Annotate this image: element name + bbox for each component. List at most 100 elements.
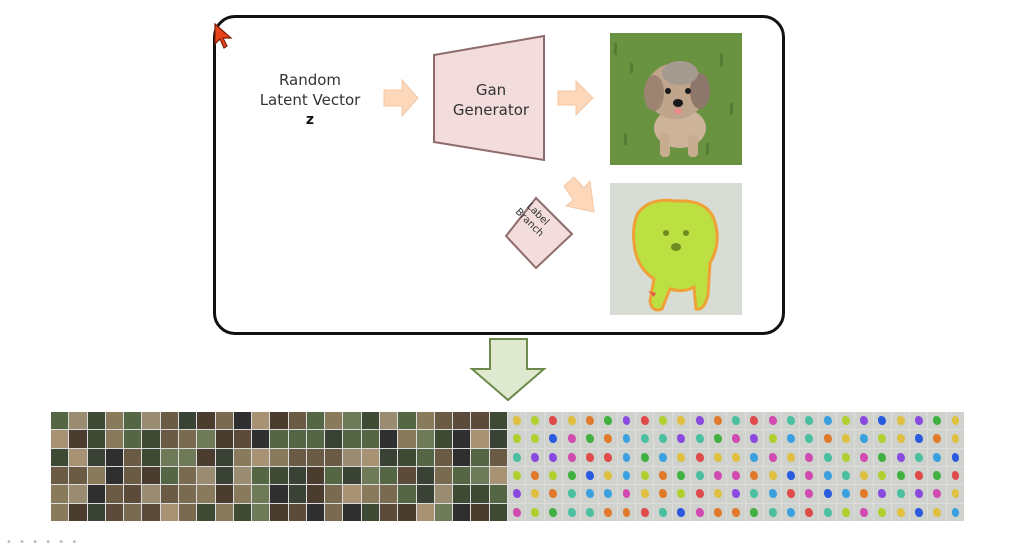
mask-blob: [951, 471, 960, 481]
gallery-mask-tile: [946, 467, 964, 485]
mask-blob: [640, 507, 649, 517]
gallery-mask-tile: [544, 430, 562, 448]
gallery-mask-tile: [654, 430, 672, 448]
gallery-photo-tile: [87, 448, 105, 466]
gallery-photo-tile: [252, 412, 270, 430]
gallery-photo-tile: [416, 503, 434, 521]
gallery-photo-tile: [416, 467, 434, 485]
mask-blob: [695, 489, 704, 499]
gallery-mask-tile: [709, 485, 727, 503]
gallery-photo-tile: [380, 448, 398, 466]
gallery-photo-tile: [343, 412, 361, 430]
gallery-photo-tile: [361, 467, 380, 485]
gallery-photo-tile: [453, 412, 471, 430]
gallery-photo-tile: [471, 485, 489, 503]
gallery-photo-tile: [197, 448, 215, 466]
gallery-mask-tile: [855, 448, 873, 466]
gallery-photo-tile: [160, 412, 178, 430]
mask-blob: [585, 489, 594, 499]
gallery-mask-tile: [800, 467, 818, 485]
gallery-photo-tile: [288, 467, 306, 485]
mask-blob: [604, 471, 613, 481]
gallery-mask-tile: [818, 448, 837, 466]
mask-blob: [531, 471, 540, 481]
gallery-photo-tile: [471, 412, 489, 430]
gallery-mask-tile: [946, 485, 964, 503]
mask-blob: [531, 489, 540, 499]
mask-blob: [512, 416, 521, 426]
mask-blob: [567, 416, 576, 426]
mask-blob: [713, 416, 722, 426]
generator-line-2: Generator: [452, 101, 530, 119]
gallery-photo-tile: [489, 448, 507, 466]
gallery-mask-tile: [782, 430, 800, 448]
gallery-mask-tile: [855, 412, 873, 430]
gallery-photo-tile: [361, 448, 380, 466]
sample-gallery: [51, 412, 964, 521]
mask-blob: [841, 489, 850, 499]
gallery-photo-tile: [434, 485, 453, 503]
arrow-latent-to-generator: [383, 78, 419, 118]
gallery-photo-tile: [252, 467, 270, 485]
mask-blob: [896, 507, 905, 517]
gallery-mask-tile: [672, 448, 690, 466]
gallery-mask-tile: [635, 448, 654, 466]
arrow-to-segmentation: [563, 176, 595, 213]
gallery-photo-tile: [398, 448, 416, 466]
gallery-photo-tile: [325, 448, 343, 466]
gallery-photo-tile: [252, 485, 270, 503]
gallery-photo-tile: [178, 485, 197, 503]
mask-blob: [713, 434, 722, 444]
gallery-mask-tile: [818, 503, 837, 521]
gallery-mask-tile: [599, 430, 617, 448]
mask-blob: [750, 489, 759, 499]
gallery-photo-tile: [69, 503, 87, 521]
gallery-mask-tile: [709, 467, 727, 485]
gallery-mask-tile: [617, 467, 635, 485]
gallery-photo-tile: [252, 430, 270, 448]
gallery-mask-tile: [818, 430, 837, 448]
gallery-mask-tile: [873, 448, 891, 466]
mask-blob: [787, 471, 795, 481]
down-arrow: [469, 338, 547, 402]
gallery-photo-tile: [453, 485, 471, 503]
gallery-mask-tile: [562, 485, 581, 503]
mask-blob: [622, 452, 631, 462]
gallery-photo-tile: [252, 448, 270, 466]
gallery-mask-tile: [635, 412, 654, 430]
mask-blob: [823, 507, 832, 517]
mask-blob: [896, 416, 905, 426]
gallery-photo-tile: [215, 412, 233, 430]
gallery-mask-tile: [544, 448, 562, 466]
mask-blob: [677, 489, 686, 499]
gallery-mask-tile: [745, 430, 763, 448]
gallery-photo-tile: [124, 485, 142, 503]
gallery-photo-tile: [178, 467, 197, 485]
mask-blob: [567, 471, 576, 481]
gallery-photo-tile: [270, 467, 288, 485]
gallery-mask-tile: [800, 448, 818, 466]
gallery-mask-tile: [654, 485, 672, 503]
gallery-photo-tile: [160, 485, 178, 503]
gallery-mask-tile: [745, 412, 763, 430]
mask-blob: [677, 416, 686, 426]
gallery-photo-tile: [270, 412, 288, 430]
gallery-mask-tile: [745, 448, 763, 466]
gallery-mask-tile: [544, 503, 562, 521]
mask-blob: [860, 507, 869, 517]
mask-blob: [549, 452, 558, 462]
gallery-photo-tile: [288, 503, 306, 521]
mask-blob: [750, 471, 759, 481]
mask-blob: [695, 416, 704, 426]
gallery-mask-tile: [891, 412, 910, 430]
mask-blob: [951, 434, 960, 444]
gallery-mask-tile: [727, 430, 745, 448]
gallery-photo-tile: [160, 467, 178, 485]
mask-blob: [585, 416, 594, 426]
gallery-mask-tile: [709, 430, 727, 448]
mask-blob: [787, 507, 795, 517]
gallery-mask-tile: [690, 503, 709, 521]
gallery-photo-tile: [306, 412, 325, 430]
gallery-photo-tile: [160, 448, 178, 466]
